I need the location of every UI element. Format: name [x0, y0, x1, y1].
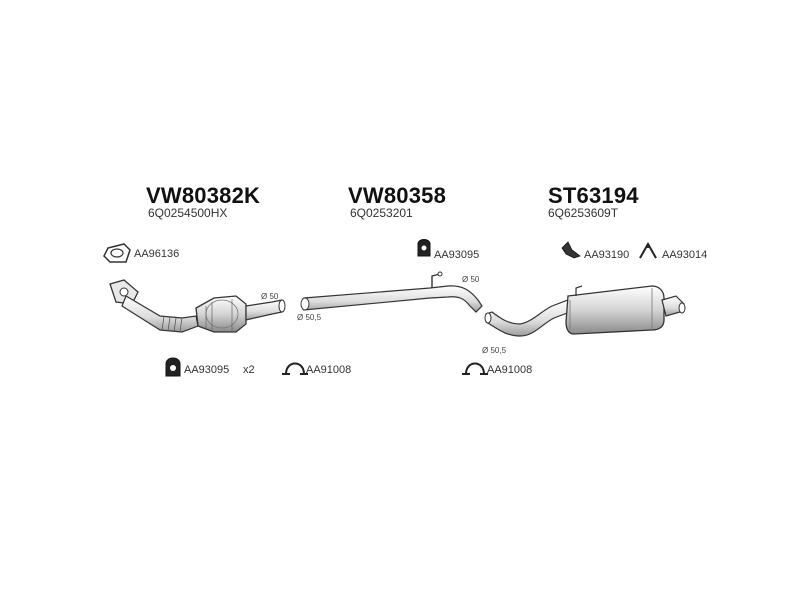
part-code-middle-pipe[interactable]: VW80358	[348, 183, 447, 208]
accessory-clamp-label-right[interactable]: AA91008	[487, 364, 533, 376]
part-oe-middle-pipe: 6Q0253201	[350, 206, 413, 220]
part-code-rear-muffler[interactable]: ST63194	[548, 183, 639, 208]
accessory-bracket-label[interactable]: AA93190	[584, 249, 630, 261]
gasket-icon	[103, 243, 131, 263]
dimension-cat-outlet: Ø 50	[261, 292, 279, 301]
clamp-icon	[282, 362, 308, 375]
rubber-hanger-icon	[417, 239, 431, 257]
accessory-gasket-label[interactable]: AA96136	[134, 248, 180, 260]
accessory-rubber-qty: x2	[243, 364, 255, 376]
part-oe-rear-muffler: 6Q6253609T	[548, 206, 619, 220]
dimension-pipe-inlet: Ø 50,5	[297, 313, 322, 322]
part-code-catalyst[interactable]: VW80382K	[146, 183, 261, 208]
accessory-clamp-label-left[interactable]: AA91008	[306, 364, 352, 376]
catalytic-converter[interactable]	[109, 279, 286, 333]
dimension-muffler-inlet: Ø 50,5	[482, 346, 507, 355]
accessory-rubber-label[interactable]: AA93095	[184, 364, 230, 376]
holder-icon	[639, 241, 657, 259]
middle-pipe[interactable]	[300, 271, 483, 313]
clamp-icon	[462, 362, 488, 375]
part-oe-catalyst: 6Q0254500HX	[148, 206, 228, 220]
accessory-hanger-label[interactable]: AA93095	[434, 249, 480, 261]
accessory-holder-label[interactable]: AA93014	[662, 249, 708, 261]
rubber-mount-icon	[165, 357, 181, 377]
dimension-pipe-outlet: Ø 50	[462, 275, 480, 284]
rear-muffler[interactable]	[484, 285, 686, 337]
bracket-icon	[561, 241, 581, 259]
